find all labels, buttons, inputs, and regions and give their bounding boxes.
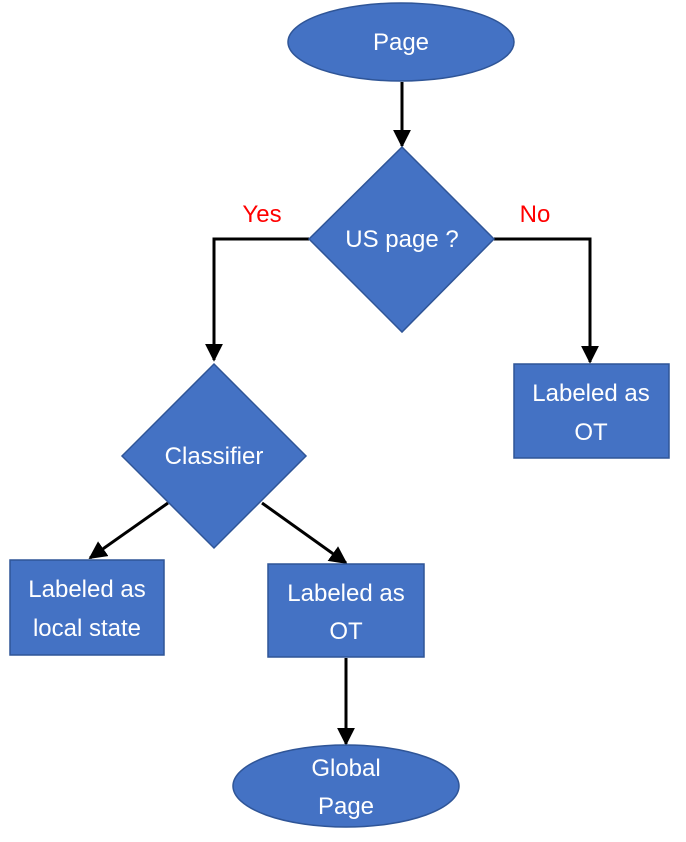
yes-connector <box>205 237 309 362</box>
classifier-node <box>120 362 308 550</box>
local-state-box-line1: Labeled as <box>28 576 145 603</box>
end-node-line1: Global <box>311 755 380 782</box>
ot-box-middle-line1: Labeled as <box>287 580 404 607</box>
arrow-classifier-to-ot <box>261 501 348 565</box>
ot-box-right-line2: OT <box>574 419 608 446</box>
local-state-box-line2: local state <box>33 615 141 642</box>
local-state-box <box>9 559 165 656</box>
decision-node <box>307 145 496 334</box>
ot-box-middle <box>267 563 425 658</box>
start-node <box>287 2 515 82</box>
yes-label: Yes <box>242 201 281 228</box>
arrow-classifier-to-local-state <box>88 501 169 560</box>
ot-box-right <box>513 363 670 459</box>
ot-box-middle-line2: OT <box>329 618 363 645</box>
start-node-label: Page <box>373 29 429 56</box>
no-label: No <box>520 201 551 228</box>
end-node-line2: Page <box>318 793 374 820</box>
decision-node-label: US page ? <box>345 226 458 253</box>
classifier-node-label: Classifier <box>165 443 264 470</box>
end-node <box>232 744 460 828</box>
ot-box-right-line1: Labeled as <box>532 380 649 407</box>
no-connector <box>494 237 599 364</box>
